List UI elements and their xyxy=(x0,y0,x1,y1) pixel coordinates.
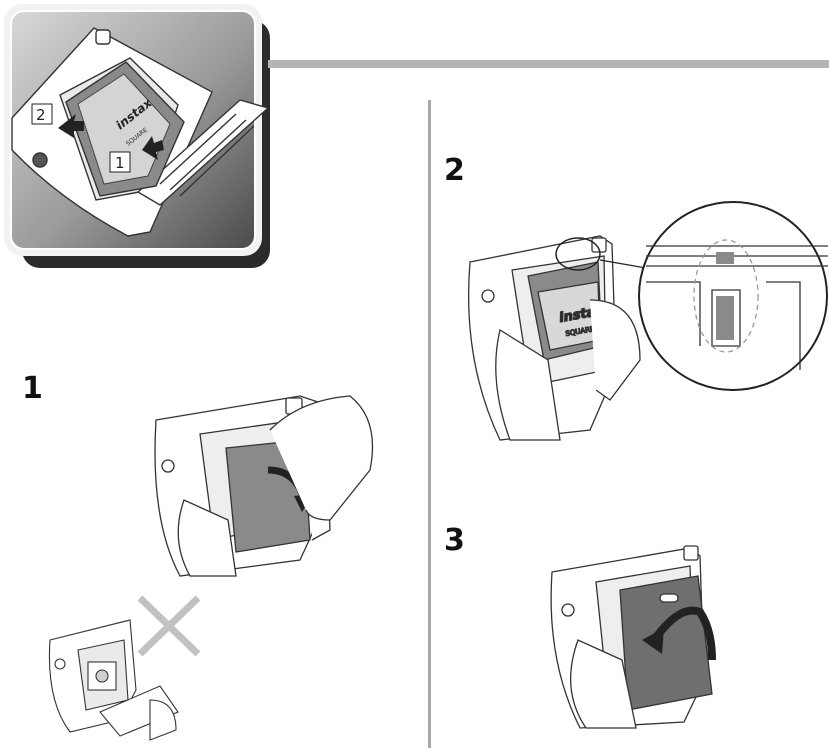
overview-arrow-icon xyxy=(142,136,164,160)
step-1-number: 1 xyxy=(22,371,43,406)
step-1-wrong-example xyxy=(48,619,179,741)
zoom-highlight xyxy=(693,239,759,353)
step-2-detail-marker xyxy=(555,237,601,271)
step-1-hand-right xyxy=(269,395,374,521)
wrong-cross-icon xyxy=(137,595,201,657)
step-3-hand-left xyxy=(569,639,637,729)
step-2-illustration: instax SQUARE xyxy=(468,235,647,441)
zoom-tab xyxy=(716,296,734,340)
step-1-illustration xyxy=(154,395,374,577)
overview-arrow-icon xyxy=(58,114,84,138)
step-2-zoom-detail xyxy=(638,201,828,391)
overview-film-pack: instax SQUARE xyxy=(65,61,185,197)
svg-text:1: 1 xyxy=(115,154,125,172)
step-3-arrow-head-icon xyxy=(642,628,664,654)
overview-label-2: 2 xyxy=(31,103,53,125)
step-3-illustration xyxy=(550,545,716,729)
step-3-number: 3 xyxy=(444,523,465,558)
step-1-hand-left xyxy=(177,499,237,577)
overview-panel: instax SQUARE 2 1 xyxy=(4,4,270,268)
column-divider xyxy=(428,100,431,748)
zoom-slot xyxy=(716,252,734,264)
svg-text:2: 2 xyxy=(36,106,46,124)
step-2-number: 2 xyxy=(444,153,465,188)
step-3-arrow-icon xyxy=(650,606,716,661)
overview-label-1: 1 xyxy=(109,151,131,173)
step-2-hand-left xyxy=(495,328,561,441)
header-band xyxy=(268,60,829,68)
step-2-hand-right xyxy=(589,299,641,401)
